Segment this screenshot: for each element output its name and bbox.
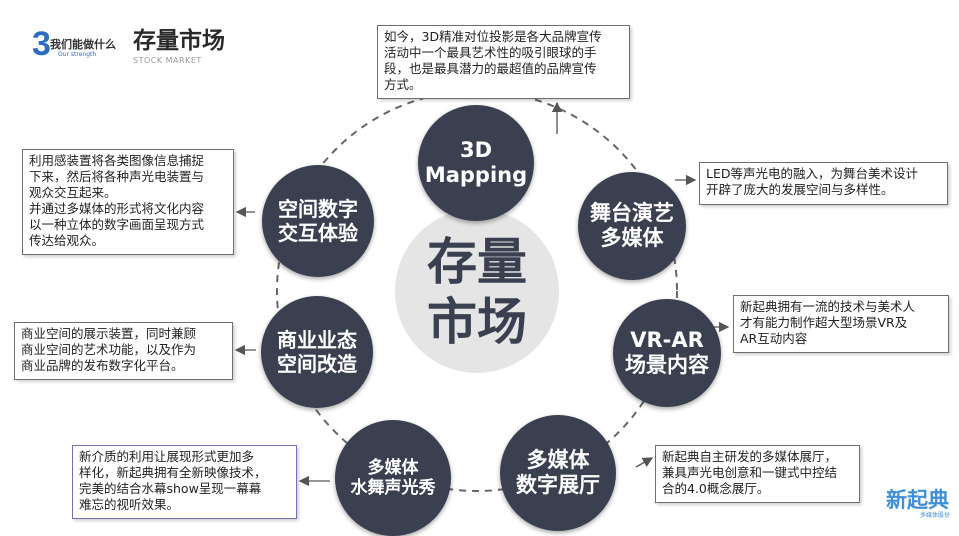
node-commercial-space-label: 商业业态 空间改造: [277, 328, 357, 376]
node-vr-ar[interactable]: VR-AR 场景内容: [613, 299, 721, 407]
arrow-exhibition: [635, 457, 654, 468]
page-title: 存量市场: [133, 28, 225, 54]
center-label-line1: 存量: [427, 233, 527, 291]
logo-mark: 3: [32, 25, 51, 63]
node-stage-multimedia-label: 舞台演艺 多媒体: [590, 200, 674, 250]
logo: 3 我们能做什么 Our strength: [32, 26, 122, 66]
brand-name: 新起典: [886, 488, 949, 512]
center-circle: 存量 市场: [395, 209, 559, 373]
brand-logo: 新起典 多媒体股份: [886, 488, 954, 528]
node-3d-mapping[interactable]: 3D Mapping: [418, 105, 534, 221]
node-commercial-space[interactable]: 商业业态 空间改造: [261, 296, 373, 408]
desc-box-water-show: 新介质的利用让展现形式更加多 样化，新起典拥有全新映像技术， 完美的结合水幕sh…: [72, 445, 297, 519]
logo-subtext: Our strength: [58, 51, 97, 58]
node-interactive-experience[interactable]: 空间数字 交互体验: [262, 165, 374, 277]
desc-box-digital-exhibition: 新起典自主研发的多媒体展厅， 兼具声光电创意和一键式中控结 合的4.0概念展厅。: [655, 445, 860, 503]
page-subtitle: STOCK MARKET: [133, 56, 202, 65]
node-digital-exhibition[interactable]: 多媒体 数字展厅: [500, 415, 616, 531]
node-water-show-label: 多媒体 水舞声光秀: [350, 457, 436, 498]
brand-tagline: 多媒体股份: [919, 512, 950, 519]
desc-box-commercial-space: 商业空间的展示装置，同时兼顾 商业空间的艺术功能，以及作为 商业品牌的发布数字化…: [14, 322, 233, 380]
node-vr-ar-label: VR-AR 场景内容: [625, 327, 709, 377]
desc-box-vr-ar: 新起典拥有一流的技术与美术人 才有能力制作超大型场景VR及 AR互动内容: [733, 295, 949, 353]
logo-text: 我们能做什么: [50, 38, 116, 51]
desc-box-stage-multimedia: LED等声光电的融入，为舞台美术设计 开辟了庞大的发展空间与多样性。: [699, 162, 948, 205]
desc-box-3d-mapping: 如今，3D精准对位投影是各大品牌宣传 活动中一个最具艺术性的吸引眼球的手 段，也…: [377, 25, 630, 99]
node-interactive-experience-label: 空间数字 交互体验: [278, 197, 358, 245]
node-stage-multimedia[interactable]: 舞台演艺 多媒体: [578, 172, 686, 280]
center-label-line2: 市场: [427, 293, 527, 351]
node-water-show[interactable]: 多媒体 水舞声光秀: [335, 420, 451, 536]
node-3d-mapping-label: 3D Mapping: [424, 137, 528, 187]
desc-box-interactive-experience: 利用感装置将各类图像信息捕捉 下来，然后将各种声光电装置与 观众交互起来。 并通…: [22, 149, 234, 255]
node-digital-exhibition-label: 多媒体 数字展厅: [516, 447, 600, 497]
